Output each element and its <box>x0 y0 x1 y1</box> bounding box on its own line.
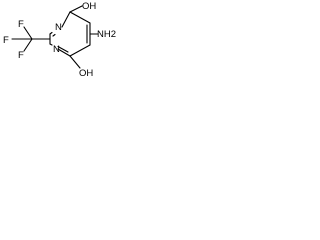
structure-canvas: OH NH2 N N OH F F F <box>0 0 126 82</box>
bond-n3-c4 <box>61 11 71 28</box>
atom-label-top-oh: OH <box>82 1 96 12</box>
bond-c6-oh <box>69 55 81 69</box>
bond-cf3-f-top <box>23 26 33 40</box>
atom-label-f-left: F <box>3 35 9 46</box>
bond-c2-n3-double <box>52 33 56 37</box>
bond-c4-oh <box>69 5 83 13</box>
atom-label-f-top: F <box>18 19 24 30</box>
atom-label-bottom-oh: OH <box>79 68 93 79</box>
bond-cf3-f-bottom <box>23 38 33 52</box>
atom-label-amino: NH2 <box>97 29 116 40</box>
bond-c6-n1 <box>57 48 71 57</box>
molecule-structure: OH NH2 N N OH F F F <box>3 1 116 79</box>
atom-label-f-bottom: F <box>18 50 24 61</box>
bond-c6-n1-double <box>57 45 69 53</box>
atom-label-ring-n-bottom: N <box>53 44 60 55</box>
atom-label-ring-n-top: N <box>55 22 62 33</box>
bond-c4-top <box>69 11 91 24</box>
bond-c5-c6 <box>69 44 91 57</box>
